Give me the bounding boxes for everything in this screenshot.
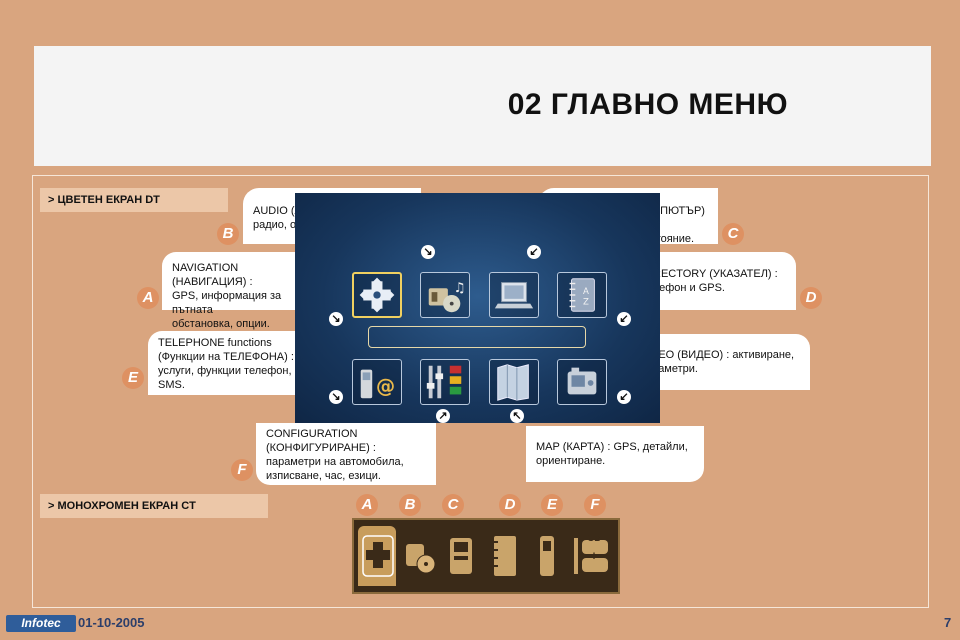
map-icon [497, 364, 529, 401]
edition-date: 01-10-2005 [78, 615, 145, 630]
telephone-tile: @ [352, 359, 402, 405]
audio-icon: ♫ [428, 281, 466, 313]
video-callout-line: VIDEO (ВИДЕО) : активиране, [640, 349, 795, 361]
telephone-pointer-icon: ↘ [329, 390, 343, 404]
content-frame [32, 175, 929, 608]
map-callout-line: MAP (КАРТА) : GPS, детайли, [536, 441, 688, 453]
configuration-tile [352, 272, 402, 318]
directory-callout-line: телефон и GPS. [642, 282, 725, 294]
ct-language-tile [572, 528, 612, 582]
directory-icon [492, 536, 516, 576]
configuration-callout-line: параметри на автомобила, [266, 456, 404, 468]
telephone-callout-line: TELEPHONE functions [158, 337, 272, 349]
ct-configuration-tile [360, 528, 396, 582]
telephone-callout-line: (Функции на ТЕЛЕФОНА) : [158, 351, 294, 363]
configuration-callout-line: (КОНФИГУРИРАНЕ) : [266, 442, 376, 454]
dt-text-bar [368, 326, 586, 348]
ct-language-code-i: I [592, 551, 596, 561]
audio-icon [406, 544, 436, 574]
trip-icon [494, 282, 534, 309]
language-flags-icon [426, 365, 462, 399]
ct-audio-tile [402, 528, 438, 582]
page-title: 02 ГЛАВНО МЕНЮ [507, 88, 788, 121]
map-tile [489, 359, 539, 405]
navigation-callout-line: NAVIGATION (НАВИГАЦИЯ) : [172, 262, 253, 288]
marker-d: D [800, 287, 822, 309]
audio-pointer-icon: ↘ [421, 245, 435, 259]
telephone-icon [540, 536, 554, 576]
mono-screen-ct [352, 518, 620, 594]
svg-text:♫: ♫ [454, 281, 466, 296]
map-callout-line: ориентиране. [536, 455, 606, 467]
directory-icon: AZ [569, 278, 595, 312]
ct-language-code-gb: GB [587, 533, 601, 543]
video-tile [557, 359, 607, 405]
marker-f: F [231, 459, 253, 481]
mono-screen-section-label: > МОНОХРОМЕН ЕКРАН CT [40, 494, 268, 518]
configuration-callout: CONFIGURATION (КОНФИГУРИРАНЕ) : параметр… [256, 423, 436, 485]
svg-text:Z: Z [583, 298, 589, 308]
video-icon [567, 367, 597, 395]
title-bar [34, 46, 931, 166]
ct-marker-c: C [442, 494, 464, 516]
ct-directory-tile [486, 528, 522, 582]
video-pointer-icon: ↙ [617, 390, 631, 404]
telephone-callout-line: услуги, функции телефон, [158, 365, 292, 377]
configuration-callout-line: CONFIGURATION [266, 428, 358, 440]
ct-marker-b: B [399, 494, 421, 516]
navigation-callout-line: обстановка, опции. [172, 318, 270, 330]
trip-tile [489, 272, 539, 318]
trip-icon [450, 538, 472, 574]
color-screen-section-label: > ЦВЕТЕН ЕКРАН DT [40, 188, 228, 212]
configuration-pointer-icon: ↗ [436, 409, 450, 423]
ct-marker-e: E [541, 494, 563, 516]
ct-telephone-tile [530, 528, 566, 582]
map-callout: MAP (КАРТА) : GPS, детайли, ориентиране. [526, 426, 704, 482]
map-pointer-icon: ↖ [510, 409, 524, 423]
directory-callout-line: DIRECTORY (УКАЗАТЕЛ) : [642, 268, 778, 280]
marker-e: E [122, 367, 144, 389]
directory-pointer-icon: ↙ [617, 312, 631, 326]
language-tile [420, 359, 470, 405]
navigation-pointer-icon: ↘ [329, 312, 343, 326]
ct-marker-d: D [499, 494, 521, 516]
marker-b: B [217, 223, 239, 245]
configuration-callout-line: изписване, час, езици. [266, 470, 381, 482]
telephone-callout-line: SMS. [158, 379, 185, 391]
ct-trip-tile [444, 528, 480, 582]
marker-a: A [137, 287, 159, 309]
page-number: 7 [944, 615, 952, 630]
audio-tile: ♫ [420, 272, 470, 318]
configuration-icon [362, 535, 394, 577]
svg-text:@: @ [376, 375, 395, 398]
language-icon [574, 538, 608, 574]
ct-marker-f: F [584, 494, 606, 516]
infotec-logo: Infotec [6, 615, 76, 632]
video-callout-line: параметри. [640, 363, 698, 375]
marker-c: C [722, 223, 744, 245]
configuration-icon [359, 277, 395, 313]
navigation-callout-line: GPS, информация за пътната [172, 290, 282, 316]
telephone-icon: @ [360, 369, 395, 399]
color-screen-dt [295, 193, 660, 423]
svg-text:A: A [583, 287, 589, 297]
trip-pointer-icon: ↙ [527, 245, 541, 259]
ct-marker-a: A [356, 494, 378, 516]
